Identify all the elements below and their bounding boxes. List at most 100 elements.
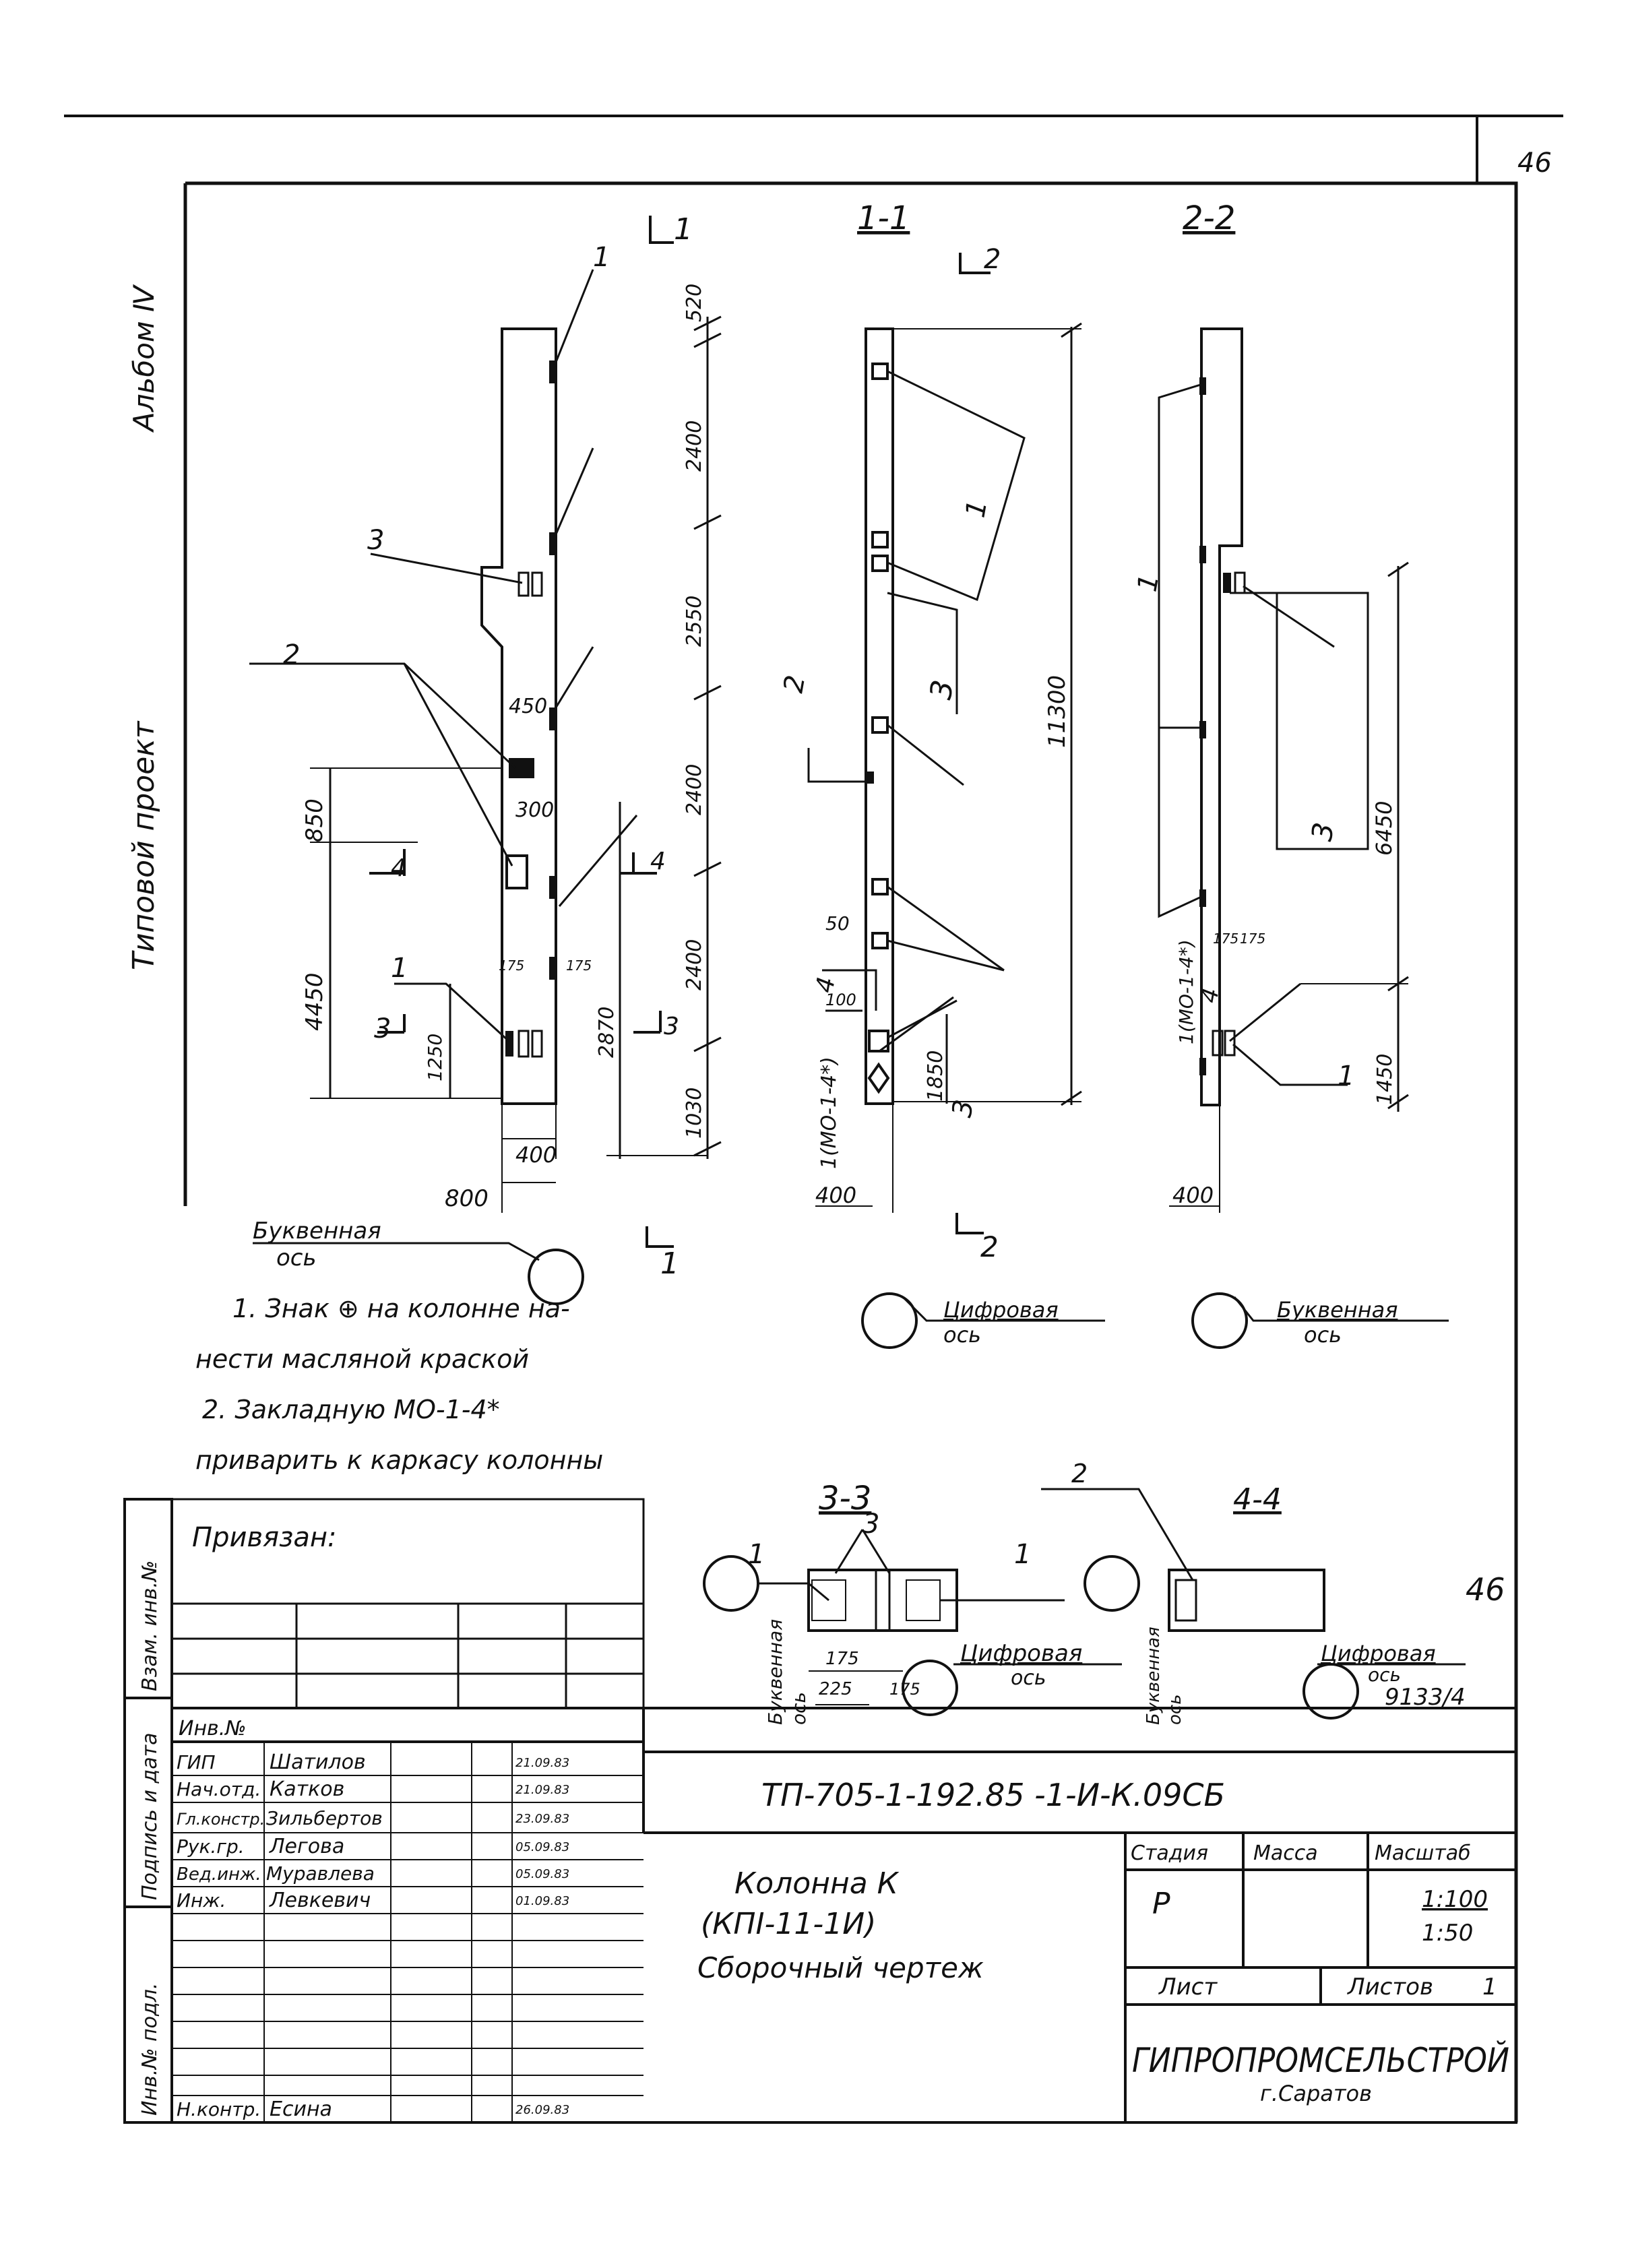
section-3-3 [703,1529,1122,1716]
cut-marker-1-bottom: 1 [660,1247,679,1281]
bolt-slot [531,1030,543,1058]
bolt-slot [531,571,543,597]
embedded-plate [549,707,557,730]
callout-3: 3 [367,525,384,556]
callout-3: 3 [947,1098,980,1120]
callout-2: 2 [1071,1459,1088,1488]
document-code: ТП-705-1-192.85 -1-И-К.09СБ [761,1777,1225,1813]
dim-175: 175 [1213,931,1238,947]
axis-label-4l: Буквенная [1143,1627,1164,1725]
bolt-slot [517,571,530,597]
archive-number: 9133/4 [1385,1684,1466,1711]
sig-role-5: Инж. [177,1889,226,1912]
cut-marker-4: 4 [650,848,666,875]
callout-1: 1 [593,242,610,273]
dim-11300: 11300 [1044,675,1071,748]
sig-name-6: Есина [270,2098,332,2121]
dim-100: 100 [825,990,856,1009]
note-line-4: приварить к каркасу колонны [195,1445,603,1475]
callout-2: 2 [283,639,300,670]
axis-bubble [1084,1555,1140,1612]
axis-bubble [1191,1292,1248,1349]
dim-800: 800 [445,1185,489,1212]
section-title-4-4: 4-4 [1233,1482,1282,1517]
organization-city: г.Саратов [1260,2081,1372,2106]
dim-520: 520 [683,284,706,322]
note-line-2: нести масляной краской [195,1344,529,1374]
sheets-total: 1 [1482,1974,1497,2001]
project-type-label: Типовой проект [127,720,161,970]
sig-date-3: 05.09.83 [515,1840,569,1854]
sig-role-6: Н.контр. [177,2098,261,2120]
axis-label-1: Цифровая [943,1297,1059,1323]
callout-1: 1 [1014,1539,1031,1570]
column-section-1 [865,327,894,1105]
bolt-slot [517,1030,530,1058]
axis-bubble [528,1249,584,1305]
callout-1: 1 [748,1539,765,1570]
cut-marker-2-bottom: 2 [980,1230,999,1263]
page-number: 46 [1517,148,1552,179]
dim-2550: 2550 [683,596,706,647]
axis-label-4r2: ось [1368,1664,1401,1686]
strip-label-3: Инв.№ подл. [138,1983,162,2116]
callout-3: 3 [374,1013,391,1044]
axis-bubble [902,1660,958,1716]
callout-2: 2 [778,673,812,695]
sig-date-5: 01.09.83 [515,1894,569,1908]
dim-1450: 1450 [1373,1054,1397,1105]
dim-1250: 1250 [424,1034,446,1081]
sig-name-5: Левкевич [269,1889,371,1912]
note-line-3: 2. Закладную МО-1-4* [202,1395,500,1424]
section-1-1 [807,253,1105,1349]
axis-label-3r: Цифровая [960,1640,1082,1667]
stage-value: Р [1152,1887,1170,1921]
sheet-label: Лист [1158,1974,1218,2001]
dim-2400: 2400 [683,939,706,990]
scale-1: 1:100 [1422,1886,1488,1913]
cut-marker-3: 3 [664,1013,679,1040]
drawing-frame [185,181,1518,2122]
axis-label-2b: ось [1304,1322,1342,1348]
callout-1: 1 [391,953,408,984]
embedded-plate [549,957,557,980]
dim-175: 175 [1240,931,1265,947]
axis-label-main-2: ось [276,1245,317,1271]
axis-sign [867,1062,890,1094]
dim-2400: 2400 [683,420,706,472]
callout-1: 1 [960,498,994,520]
sig-name-3: Легова [269,1835,344,1858]
scale-2: 1:50 [1422,1920,1473,1947]
strip-label-2: Подпись и дата [138,1733,162,1901]
dim-450: 450 [509,695,547,718]
dim-2400: 2400 [683,764,706,815]
dim-1850: 1850 [924,1050,947,1102]
dim-175: 175 [825,1649,859,1669]
section-title-3-3: 3-3 [819,1480,871,1517]
organization-name: ГИПРОПРОМСЕЛЬСТРОЙ [1132,2040,1509,2080]
callout-3: 3 [862,1509,879,1540]
cut-marker-2: 2 [984,244,1001,275]
bolt-slot [505,1031,513,1057]
sig-role-0: ГИП [177,1751,216,1773]
section-title-1-1: 1-1 [857,199,910,237]
axis-bubble [861,1292,918,1349]
sig-role-3: Рук.гр. [177,1835,245,1858]
title-block [170,1707,1517,2124]
signature-grid [172,1742,644,2122]
dim-175: 175 [889,1680,920,1699]
cut-marker-1: 1 [674,212,693,247]
opening [509,758,534,778]
dim-175: 175 [499,957,524,974]
inv-label: Инв.№ [179,1717,246,1740]
section-2-2 [1158,327,1449,1349]
callout-3: 3 [924,677,961,701]
sig-name-2: Зильбертов [266,1807,383,1829]
dim-6450: 6450 [1371,801,1397,856]
dim-175: 175 [566,957,592,974]
mass-header: Масса [1253,1841,1318,1865]
cut-marker-4: 4 [391,854,406,882]
sig-role-4: Вед.инж. [177,1864,261,1885]
section-4-4 [1041,1488,1466,1720]
